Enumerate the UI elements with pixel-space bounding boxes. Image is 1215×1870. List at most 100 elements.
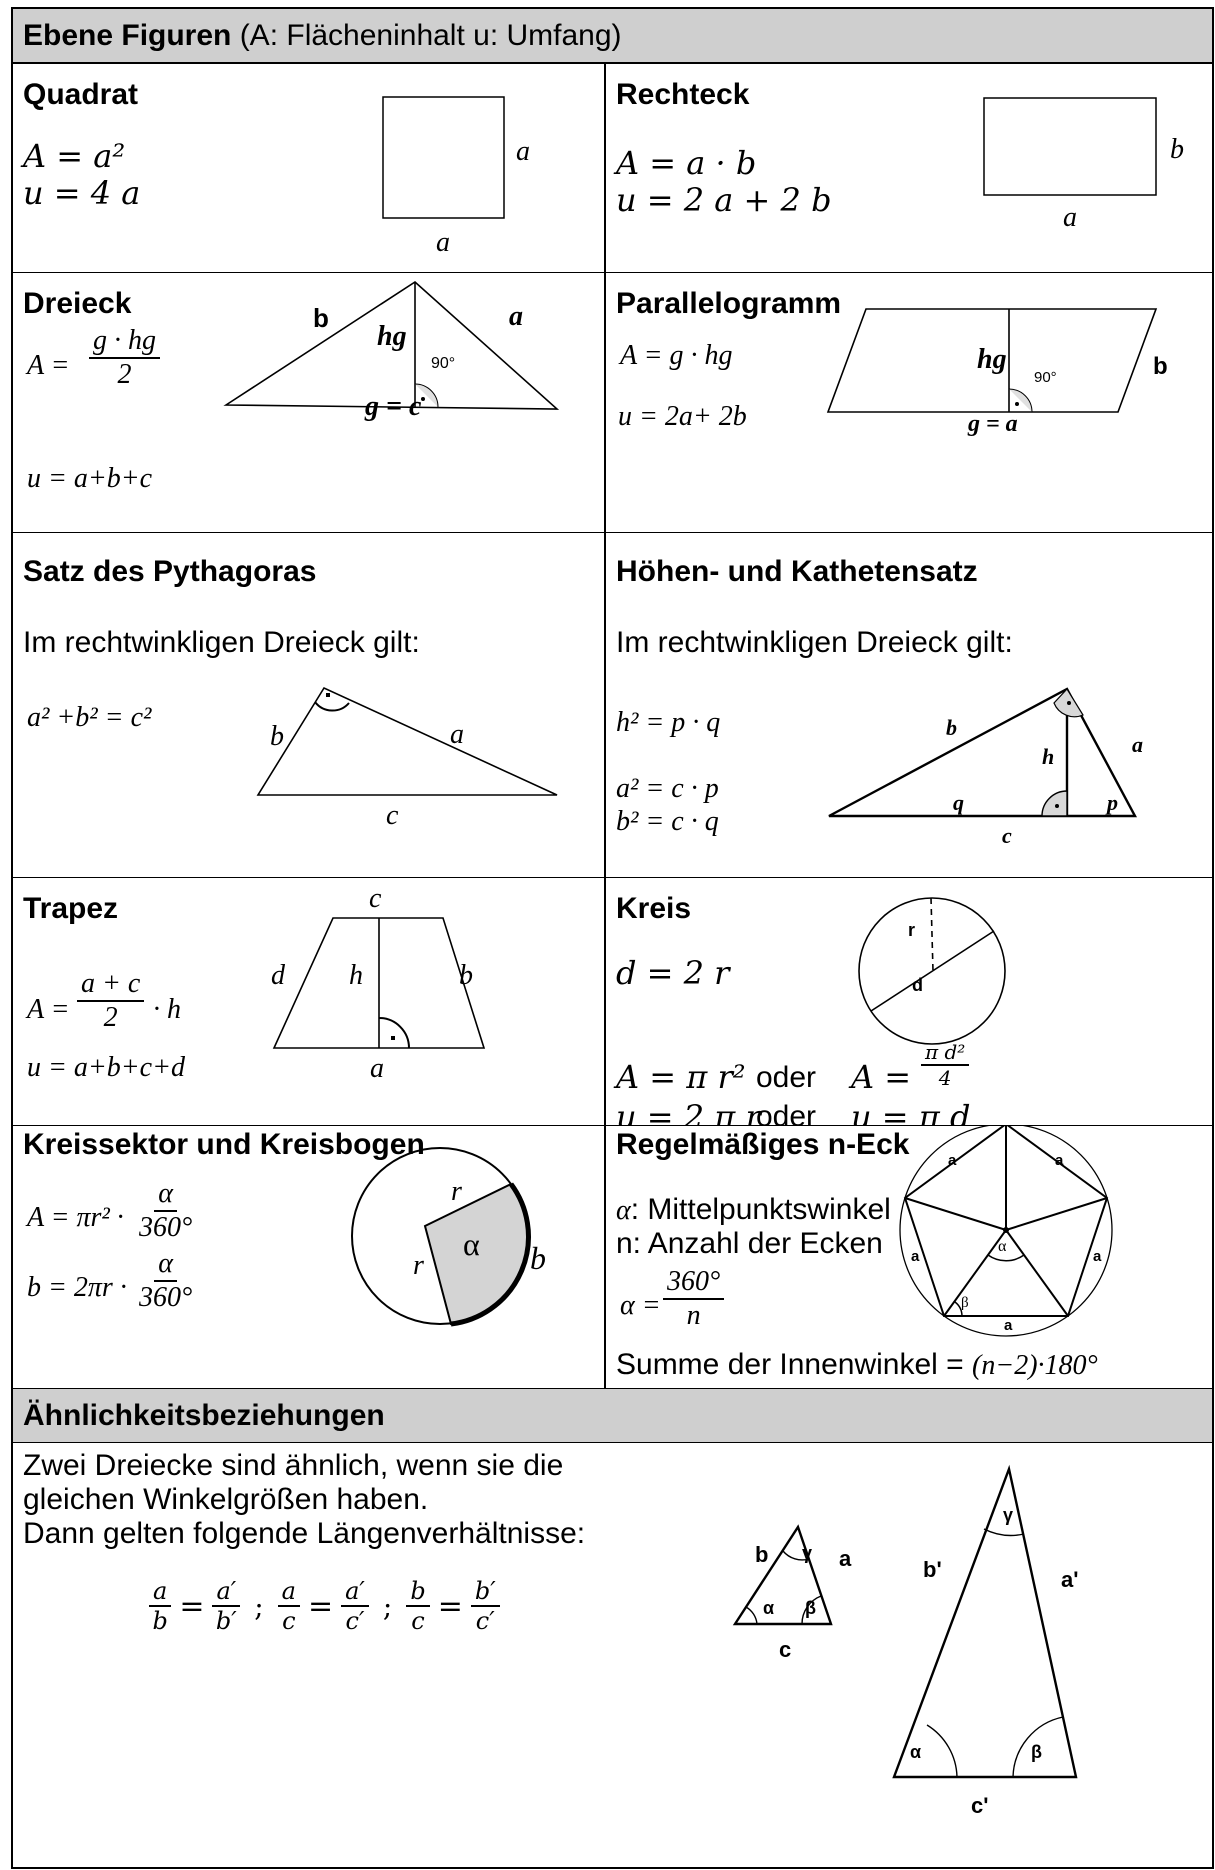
sheet-title-rest: (A: Flächeninhalt u: Umfang) <box>231 19 622 52</box>
ratio-sep-1: ; <box>254 1589 264 1623</box>
neck-formula-num: 360° <box>663 1266 725 1300</box>
ratio-sep-2: ; <box>382 1589 393 1623</box>
pythagoras-label-a: a <box>450 719 464 750</box>
small-triangle-label-alpha: α <box>763 1598 775 1618</box>
ratio-2-right: a′c′ <box>341 1577 369 1635</box>
kreis-cell: Kreis d = 2 r A = π r² oder A = π d² 4 u… <box>605 877 1213 1126</box>
aehnlich-title: Ähnlichkeitsbeziehungen <box>23 1399 385 1432</box>
big-triangle-label-c: c' <box>971 1793 989 1818</box>
hoehensatz-label-a: a <box>1132 732 1143 757</box>
neck-line2: n: Anzahl der Ecken <box>616 1227 883 1260</box>
pythagoras-text: Im rechtwinkligen Dreieck gilt: <box>23 626 420 659</box>
kreis-area-alt-den: 4 <box>938 1066 952 1090</box>
dreieck-cell: Dreieck A = g · hg 2 u = a+b+c b a hg 90… <box>12 272 605 533</box>
trapez-area-den: 2 <box>103 1002 118 1033</box>
sheet-header: Ebene Figuren (A: Flächeninhalt u: Umfan… <box>12 8 1213 63</box>
neck-line1-symbol: α <box>616 1195 631 1226</box>
ratio-1-left-num: a <box>149 1577 172 1607</box>
dreieck-label-a: a <box>509 301 523 332</box>
ratio-3-left-den: c <box>411 1607 425 1635</box>
dreieck-title: Dreieck <box>23 287 132 320</box>
quadrat-perimeter-formula: u = 4 a <box>23 174 141 212</box>
trapez-label-d: d <box>271 960 285 991</box>
pythagoras-title: Satz des Pythagoras <box>23 555 317 588</box>
dreieck-figure <box>223 280 560 410</box>
kreis-area-or: oder <box>756 1061 817 1094</box>
neck-cell: Regelmäßiges n-Eck α: Mittelpunktswinkel… <box>605 1125 1213 1389</box>
ratio-1-right-den: b′ <box>215 1607 237 1635</box>
hoehensatz-formula-b: b² = c · q <box>616 806 719 837</box>
rechteck-title: Rechteck <box>616 78 750 111</box>
aehnlich-body: Zwei Dreiecke sind ähnlich, wenn sie die… <box>12 1442 1213 1868</box>
parallelogramm-label-g: g = a <box>968 411 1018 437</box>
dreieck-label-g: g = c <box>365 391 422 422</box>
rechteck-perimeter-formula: u = 2 a + 2 b <box>616 181 832 219</box>
hoehensatz-cell: Höhen- und Kathetensatz Im rechtwinklige… <box>605 532 1213 878</box>
small-triangle-label-c: c <box>779 1637 792 1662</box>
trapez-perimeter-formula: u = a+b+c+d <box>27 1052 186 1083</box>
hoehensatz-label-c: c <box>1002 823 1012 848</box>
hoehensatz-label-q: q <box>953 790 964 815</box>
trapez-label-b: b <box>459 960 473 991</box>
kreissektor-label-alpha: α <box>463 1226 480 1262</box>
ratio-2-left-den: c <box>282 1607 296 1635</box>
ratio-1-right: a′b′ <box>212 1577 241 1635</box>
big-triangle-label-gamma: γ <box>1003 1505 1014 1525</box>
ratio-3-right-den: c′ <box>475 1607 495 1635</box>
kreis-figure <box>858 897 1006 1045</box>
hoehensatz-text: Im rechtwinkligen Dreieck gilt: <box>616 626 1013 659</box>
dreieck-area-num: g · hg <box>89 325 160 359</box>
ratio-3-right: b′c′ <box>470 1577 500 1635</box>
ratio-2-eq: = <box>307 1588 334 1624</box>
neck-side-label-left: a <box>911 1248 920 1265</box>
ratio-1-left-den: b <box>152 1607 168 1635</box>
sheet-title-bold: Ebene Figuren <box>23 19 232 52</box>
kreissektor-arc-den: 360° <box>139 1282 193 1313</box>
quadrat-figure <box>382 96 505 219</box>
kreissektor-area-den: 360° <box>139 1212 193 1243</box>
ratio-3-right-num: b′ <box>470 1577 500 1607</box>
parallelogramm-angle-label: 90° <box>1034 369 1057 386</box>
rechteck-figure <box>983 97 1157 196</box>
ratio-2-left-num: a <box>277 1577 300 1607</box>
parallelogramm-area-formula: A = g · hg <box>620 340 733 371</box>
pythagoras-label-c: c <box>386 800 399 831</box>
hoehensatz-title: Höhen- und Kathetensatz <box>616 555 978 588</box>
neck-side-label-bottom: a <box>1004 1317 1013 1334</box>
dreieck-angle-label: 90° <box>431 355 456 372</box>
kreissektor-arc-num: α <box>154 1248 177 1282</box>
sheet-title: Ebene Figuren (A: Flächeninhalt u: Umfan… <box>23 19 622 53</box>
big-triangle-label-alpha: α <box>910 1742 922 1762</box>
trapez-figure <box>272 917 486 1049</box>
kreis-diameter-formula: d = 2 r <box>616 954 730 992</box>
big-triangle-label-b: b' <box>923 1557 942 1582</box>
ratio-1-eq: = <box>179 1588 205 1624</box>
quadrat-area-formula: A = a² <box>23 137 126 175</box>
small-triangle-label-beta: β <box>805 1598 816 1618</box>
rechteck-area-formula: A = a · b <box>616 144 757 182</box>
kreis-area-alt-lhs: A = <box>851 1058 912 1096</box>
dreieck-area-fraction: g · hg 2 <box>89 325 160 391</box>
rechteck-cell: Rechteck A = a · b u = 2 a + 2 b b a <box>605 63 1213 273</box>
pythagoras-label-b: b <box>270 721 284 752</box>
kreissektor-area-lhs: A = πr² · <box>27 1202 124 1233</box>
dreieck-area-den: 2 <box>117 359 132 390</box>
neck-formula-lhs: α = <box>620 1290 661 1321</box>
neck-sum-line: Summe der Innenwinkel = (n−2)·180° <box>616 1348 1098 1382</box>
kreissektor-label-b: b <box>530 1240 546 1276</box>
parallelogramm-label-h: hg <box>977 344 1007 375</box>
hoehensatz-label-p: p <box>1107 790 1118 815</box>
neck-label-beta: β <box>961 1295 969 1311</box>
parallelogramm-cell: Parallelogramm A = g · hg u = 2a+ 2b hg … <box>605 272 1213 533</box>
neck-line1-text: : Mittelpunktswinkel <box>630 1193 891 1226</box>
kreissektor-cell: Kreissektor und Kreisbogen A = πr² · α 3… <box>12 1125 605 1389</box>
kreis-perimeter-or: oder <box>756 1100 817 1126</box>
aehnlich-figures <box>732 1464 1078 1779</box>
ratio-2-right-num: a′ <box>341 1577 369 1607</box>
dreieck-label-h: hg <box>377 321 407 352</box>
parallelogramm-figure <box>826 308 1158 413</box>
kreis-label-r: r <box>908 920 916 940</box>
neck-side-label-right: a <box>1093 1248 1102 1265</box>
